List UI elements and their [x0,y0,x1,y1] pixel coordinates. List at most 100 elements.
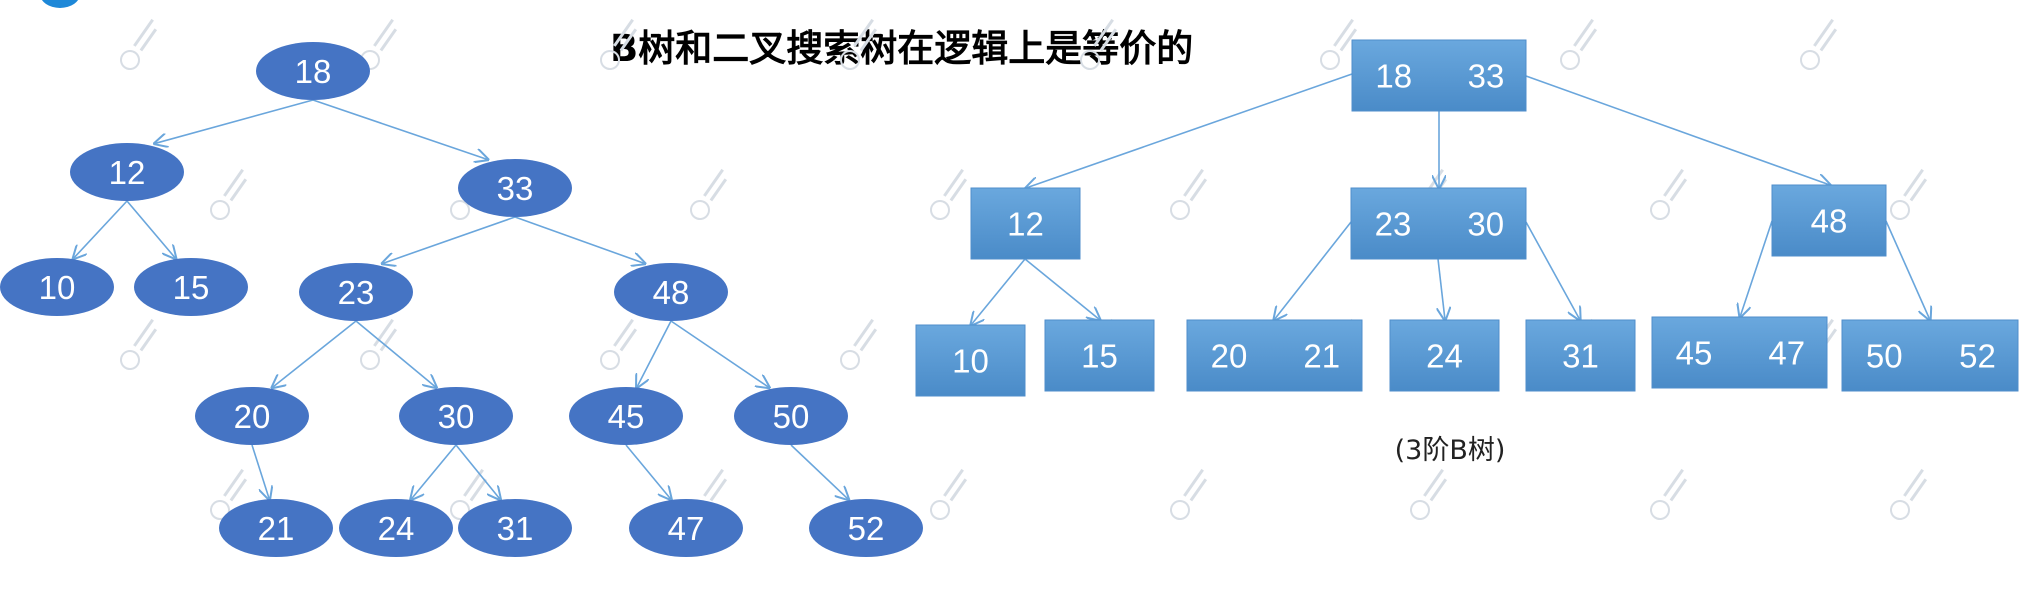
btree-node-box [1186,319,1363,392]
watermark-icon [1890,468,1928,520]
watermark-icon [1800,18,1838,70]
bst-node-label: 45 [608,398,645,435]
bst-edge-n12-n10 [73,200,128,259]
bst-node-ellipse [458,159,572,217]
watermark-icon [1650,468,1688,520]
bst-edge-n18-n33 [312,99,488,160]
bst-edge-n20-n21 [251,444,269,500]
btree-key: 12 [1007,206,1044,243]
btree-node-45-47: 45 47 [1651,316,1828,389]
bst-node-ellipse [0,258,114,316]
watermark-icon [930,468,968,520]
watermark-icon [1170,468,1208,520]
bst-node-label: 20 [234,398,271,435]
bst-node-label: 21 [258,510,295,547]
btree-edge-b1833-b48 [1525,75,1830,185]
bst-node-15: 15 [134,258,248,316]
bst-node-ellipse [569,387,683,445]
bst-edge-n23-n30 [355,320,436,388]
btree-key: 48 [1811,203,1848,240]
bst-edge-n33-n23 [382,216,516,264]
bst-node-ellipse [614,263,728,321]
bst-edge-n45-n47 [625,444,671,500]
btree-key: 45 [1676,335,1713,372]
bst-node-ellipse [134,258,248,316]
btree-node-box [1389,319,1500,392]
btree-key: 18 [1375,58,1412,95]
btree-node-23-30: 23 30 [1350,187,1527,260]
bst-node-label: 23 [338,274,375,311]
bst-node-31: 31 [458,499,572,557]
btree-key: 15 [1081,338,1118,375]
watermark-icon [360,18,398,70]
bst-node-ellipse [809,499,923,557]
bst-node-ellipse [256,42,370,100]
btree-edges [971,73,1930,325]
bst-edge-n23-n20 [272,320,357,388]
bst-edge-n33-n48 [514,216,645,264]
btree-node-box [915,324,1026,397]
bst-node-23: 23 [299,263,413,321]
btree-node-24: 24 [1389,319,1500,392]
watermark-icon [930,168,968,220]
watermark-icon [1410,468,1448,520]
bst-node-30: 30 [399,387,513,445]
bst-node-50: 50 [734,387,848,445]
bst-node-label: 33 [497,170,534,207]
bst-node-label: 50 [773,398,810,435]
bst-edge-n50-n52 [790,444,849,500]
btree-edge-b1833-b12 [1026,73,1353,188]
watermark-icon [120,18,158,70]
watermark-icon [840,18,878,70]
watermark-icon [600,18,638,70]
btree-key: 31 [1562,338,1599,375]
bst-node-ellipse [195,387,309,445]
bst-node-24: 24 [339,499,453,557]
bst-node-ellipse [219,499,333,557]
bst-node-label: 15 [173,269,210,306]
bst-edge-n30-n24 [411,444,457,500]
watermark-icon [690,168,728,220]
bst-node-label: 30 [438,398,475,435]
bst-edges [73,99,849,500]
bst-node-20: 20 [195,387,309,445]
btree-key: 21 [1303,338,1340,375]
btree-edge-b2330-b31 [1525,221,1580,320]
bst-node-ellipse [339,499,453,557]
btree-edge-b12-b10 [971,258,1026,325]
bst-node-47: 47 [629,499,743,557]
bst-node-10: 10 [0,258,114,316]
logo-icon [40,0,80,8]
watermark-icon [1320,18,1358,70]
bst-node-ellipse [629,499,743,557]
btree-edge-b48-b4547 [1740,220,1773,317]
bst-node-ellipse [734,387,848,445]
watermark-icon [120,318,158,370]
btree-key: 23 [1375,206,1412,243]
btree-key: 30 [1467,206,1504,243]
watermark-icon [600,318,638,370]
bst-edge-n48-n50 [670,320,769,388]
watermark-icon [1650,168,1688,220]
bst-edge-n48-n45 [637,320,672,388]
watermark-icon [1890,168,1928,220]
bst-node-label: 18 [295,53,332,90]
bst-edge-n18-n12 [155,99,314,144]
btree-key: 24 [1426,338,1463,375]
bst-node-label: 10 [39,269,76,306]
watermark-icon [360,318,398,370]
btree-key: 33 [1468,58,1505,95]
watermark-icon [1560,18,1598,70]
watermark-icon [1080,18,1118,70]
bst-node-12: 12 [70,143,184,201]
btree-node-12: 12 [970,187,1081,260]
bst-node-ellipse [70,143,184,201]
btree-node-box [1771,184,1887,257]
bst-node-ellipse [399,387,513,445]
btree-key: 47 [1768,335,1805,372]
btree-caption: (3阶B树) [1394,435,1506,466]
btree-node-15: 15 [1044,319,1155,392]
